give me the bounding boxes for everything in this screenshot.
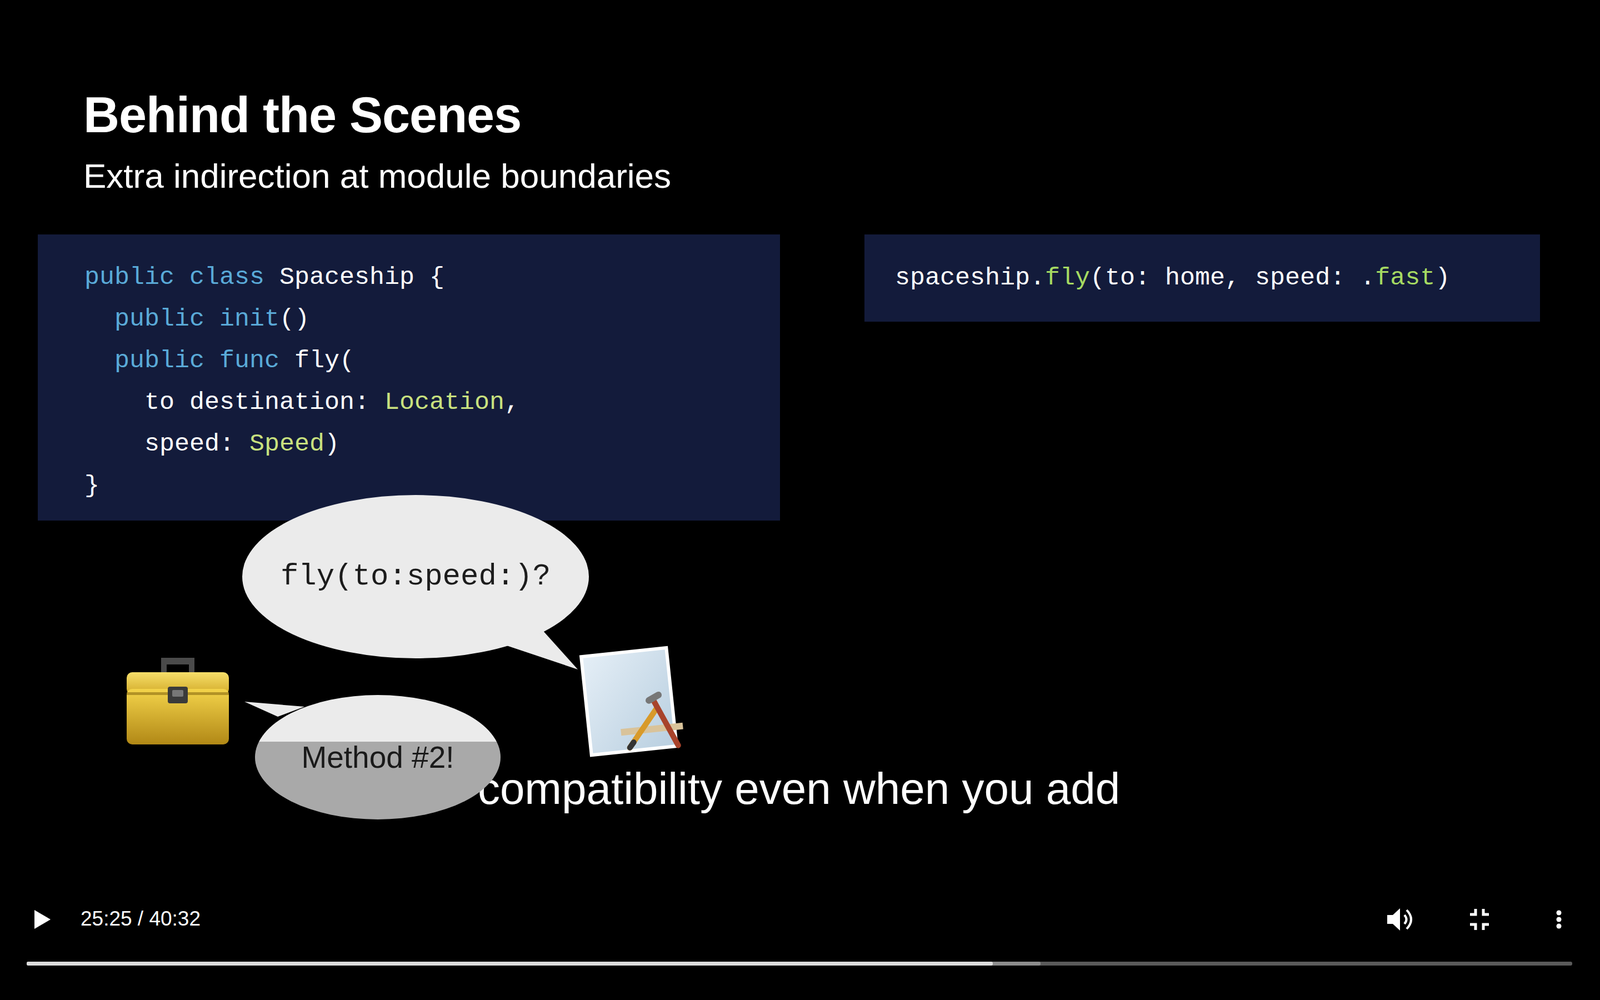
code-line: public init()	[84, 298, 764, 340]
exit-fullscreen-icon	[1470, 908, 1489, 930]
code-line: public class Spaceship {	[84, 256, 764, 299]
code-panel: public class Spaceship {public init()pub…	[37, 234, 780, 521]
bubble-shape	[242, 495, 589, 659]
progress-track	[26, 961, 1573, 966]
code-token: fly	[1045, 263, 1090, 293]
slide-subtitle: Extra indirection at module boundaries	[83, 155, 672, 197]
code-token: fly(	[279, 346, 355, 375]
code-token: )	[1435, 263, 1450, 293]
code-token: speed:	[144, 430, 250, 459]
code-token: public init	[114, 305, 280, 334]
code-panel: spaceship.fly(to: home, speed: .fast)	[864, 234, 1540, 322]
code-token: Spaceship {	[264, 263, 445, 292]
play-icon	[34, 910, 51, 929]
volume-icon	[1387, 908, 1412, 931]
speech-bubble: Method #2!	[255, 695, 501, 820]
code-token: )	[324, 430, 340, 459]
slide-title: Behind the Scenes	[83, 87, 522, 143]
code-token: Speed	[249, 430, 325, 459]
played-bar	[26, 961, 993, 966]
code-line: public func fly(	[84, 340, 764, 382]
code-token: to destination:	[144, 388, 385, 417]
code-line: spaceship.fly(to: home, speed: .fast)	[895, 257, 1524, 299]
buffered-bar	[26, 961, 1041, 966]
menu-icon	[1556, 910, 1562, 929]
code-token: fast	[1375, 263, 1435, 293]
toolbox-icon	[126, 657, 229, 745]
code-token: (to: home, speed: .	[1090, 263, 1375, 293]
bubble-text: fly(to:speed:)?	[280, 558, 551, 595]
code-token: ,	[504, 388, 520, 417]
code-line: speed: Speed)	[84, 423, 764, 465]
bubble-shape	[255, 695, 501, 820]
speech-bubble: fly(to:speed:)?	[242, 495, 589, 659]
video-caption: compatibility even when you add	[477, 763, 1120, 815]
bubble-text: Method #2!	[301, 738, 454, 776]
code-token: ()	[279, 305, 310, 334]
code-token: }	[84, 471, 100, 500]
controls-shade	[0, 866, 1600, 1000]
code-token: public class	[84, 263, 265, 292]
app-icon	[579, 645, 685, 757]
code-token: public func	[114, 346, 280, 375]
code-line: to destination: Location,	[84, 381, 764, 424]
code-token: Location	[384, 388, 505, 417]
video-time: 25:25 / 40:32	[80, 906, 201, 932]
code-token: spaceship.	[895, 263, 1045, 293]
